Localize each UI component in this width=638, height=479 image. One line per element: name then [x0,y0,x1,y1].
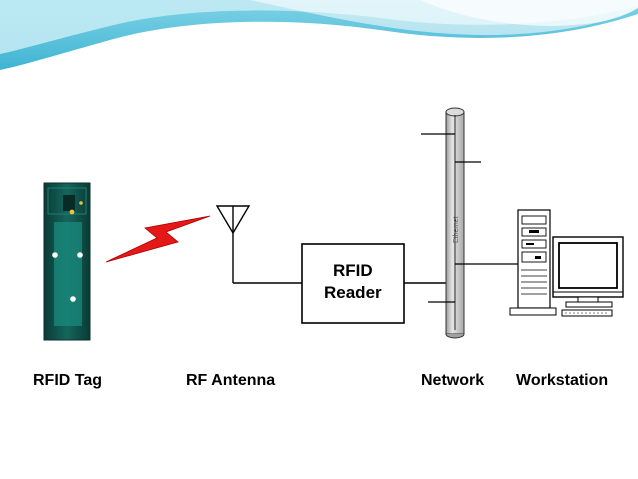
caption-rf-antenna: RF Antenna [186,372,276,389]
header-wave [0,0,638,70]
rf-antenna-icon [215,205,302,284]
caption-network: Network [421,372,485,389]
workstation-tower-icon [509,209,557,316]
workstation-monitor-icon [552,236,624,317]
reader-label-line1: RFID [333,261,373,280]
network-bus [445,107,465,339]
network-stubs [421,133,518,303]
rf-signal-icon [105,215,211,263]
reader-label-line2: Reader [324,283,382,302]
rfid-reader-box [301,243,405,324]
caption-workstation: Workstation [516,372,609,389]
ethernet-label: Ethernet [453,216,460,243]
rfid-tag [43,182,91,341]
caption-rfid-tag: RFID Tag [33,372,103,389]
